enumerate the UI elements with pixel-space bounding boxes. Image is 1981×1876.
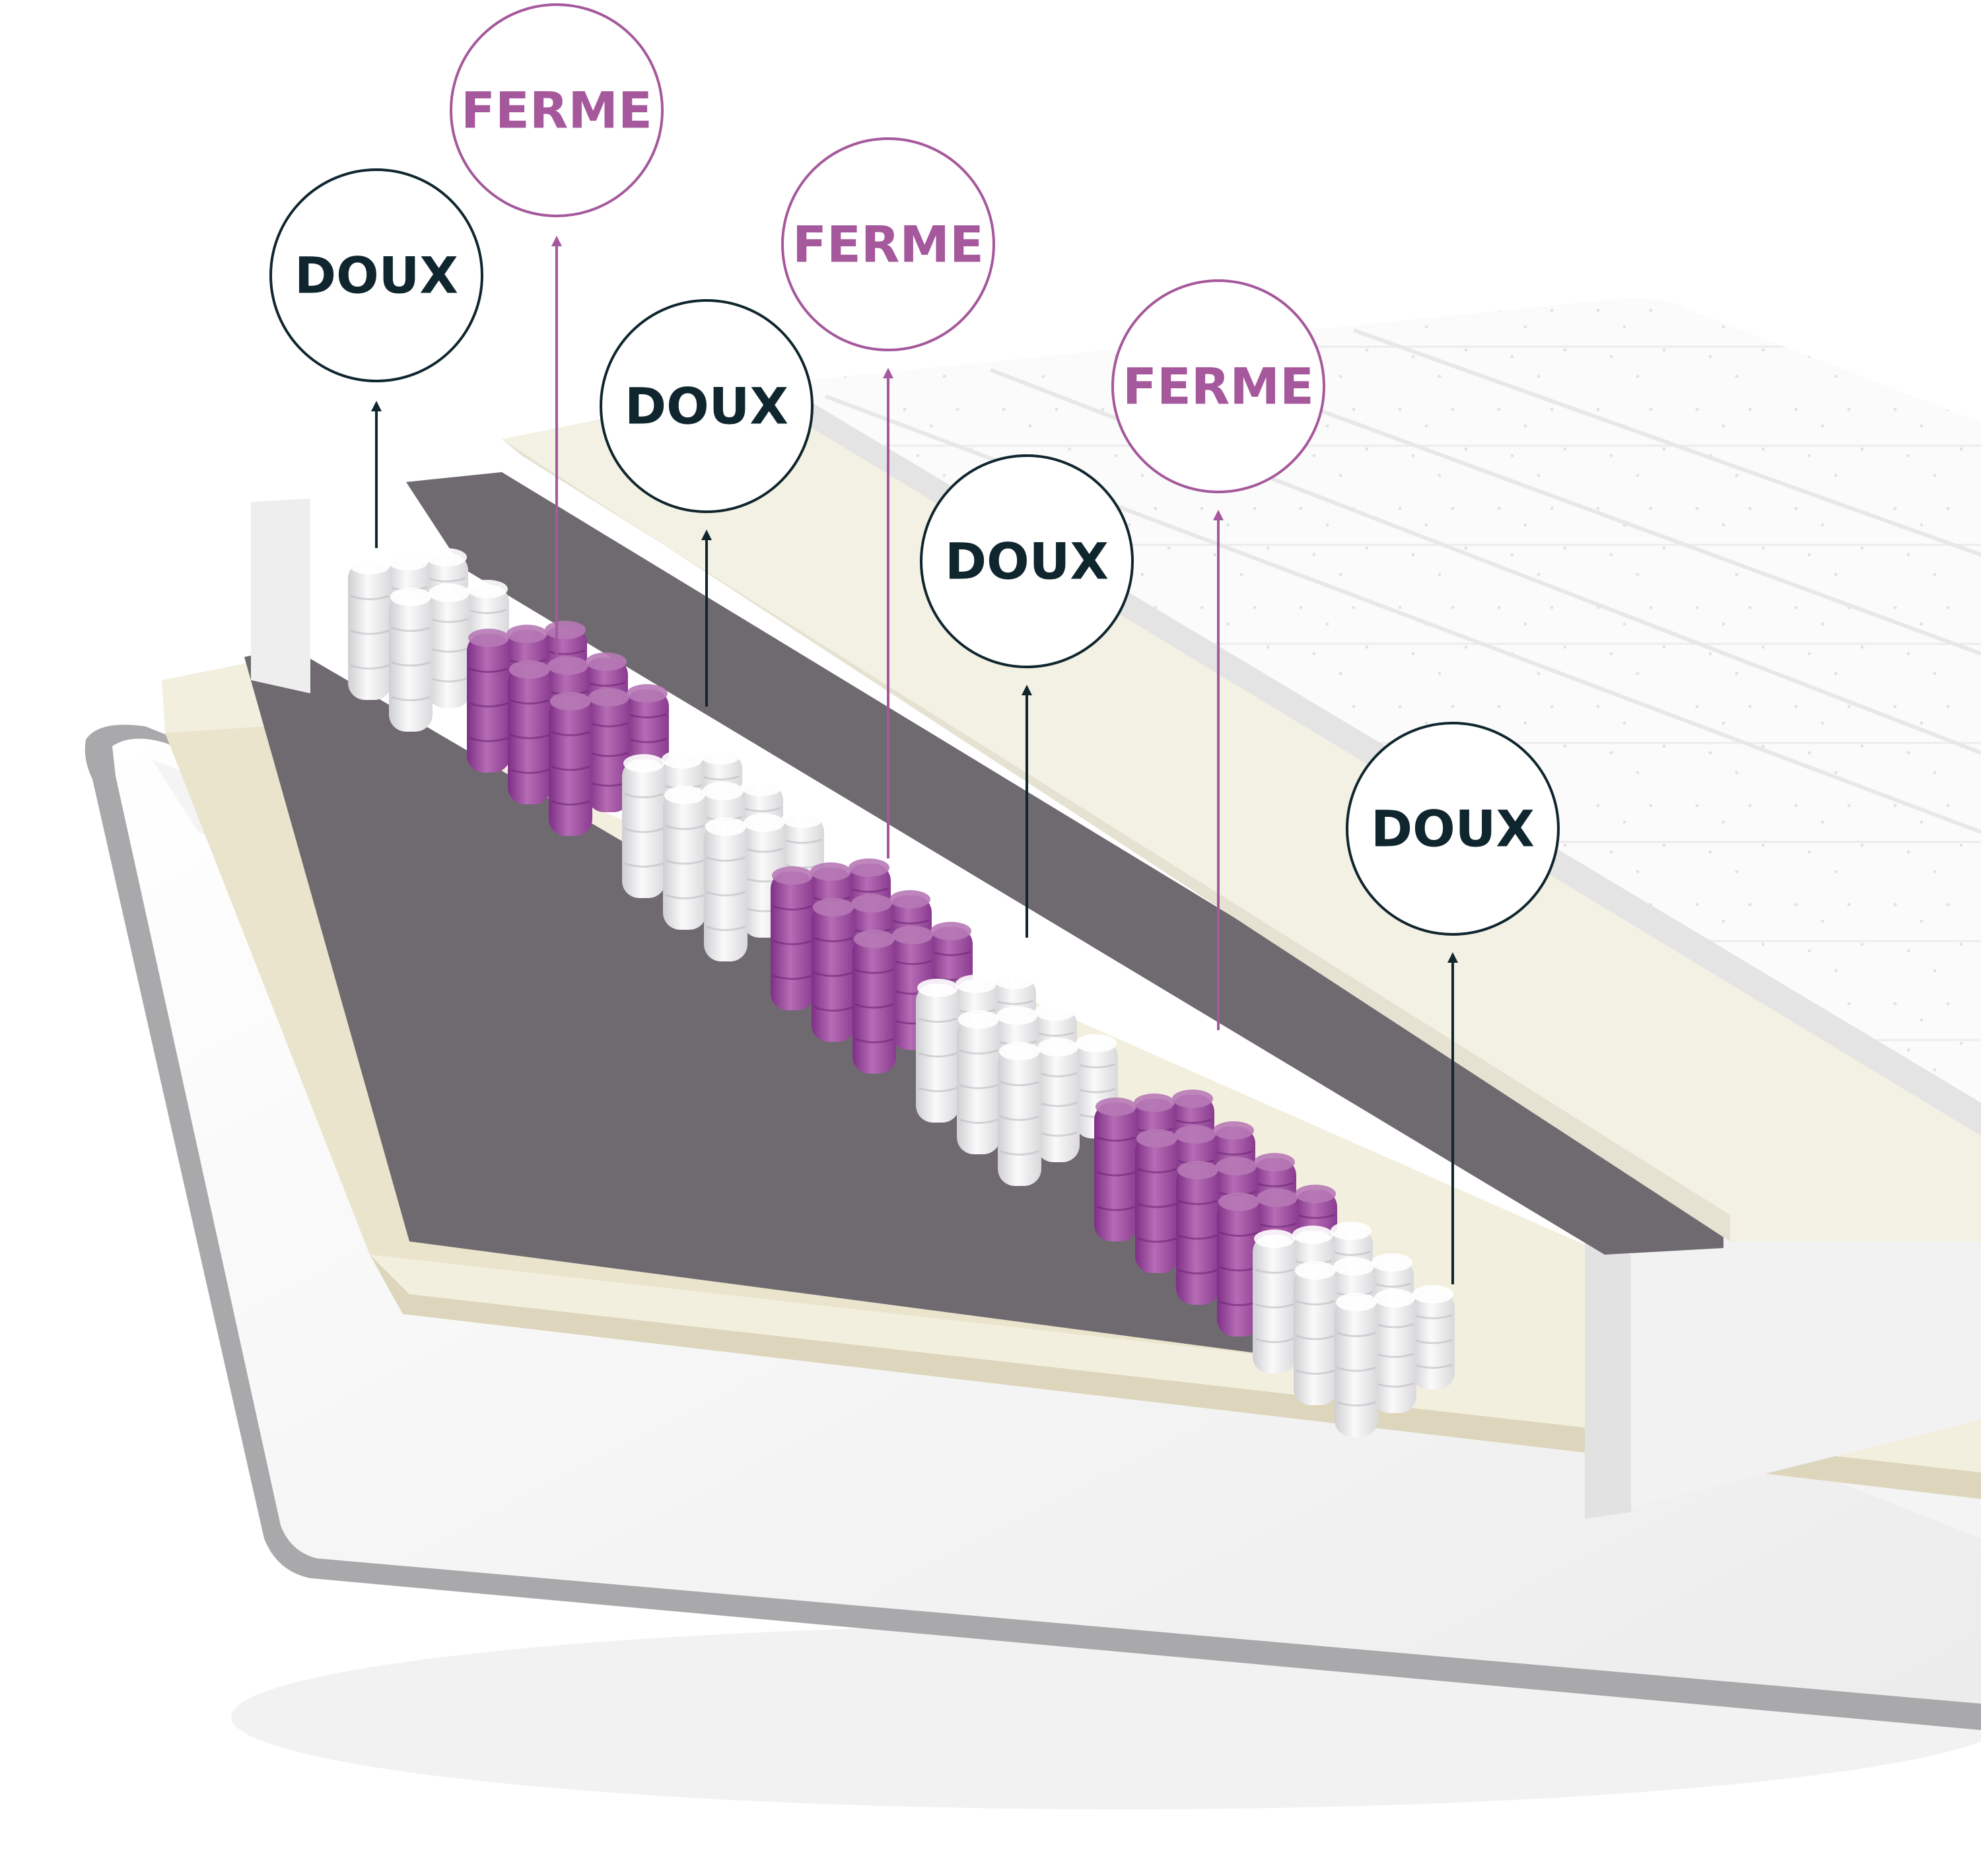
felt-top-layer — [406, 472, 1723, 1255]
callout-label-firm: FERME — [461, 81, 652, 140]
firm-spring — [1135, 1129, 1179, 1273]
firm-spring — [508, 660, 551, 804]
soft-spring — [916, 979, 959, 1123]
callout-soft-1: DOUX — [269, 168, 483, 548]
firm-spring — [549, 692, 592, 836]
callout-label-firm: FERME — [792, 215, 984, 274]
soft-spring — [1036, 1038, 1080, 1162]
firm-spring — [467, 629, 510, 773]
callout-firm-4: FERME — [781, 137, 995, 858]
soft-spring — [704, 817, 747, 961]
comfort-layer — [502, 383, 1981, 1241]
callout-soft-5: DOUX — [920, 454, 1134, 938]
callout-circle — [920, 454, 1134, 668]
callout-label-soft: DOUX — [295, 246, 458, 305]
soft-spring — [998, 1042, 1041, 1186]
callout-soft-3: DOUX — [600, 299, 814, 707]
callout-label-soft: DOUX — [625, 377, 788, 436]
firm-spring — [852, 930, 896, 1074]
firm-spring — [1094, 1097, 1138, 1241]
soft-spring — [663, 786, 707, 930]
soft-spring — [1373, 1289, 1416, 1413]
soft-spring — [622, 754, 666, 898]
pocket-springs — [348, 548, 1455, 1437]
zone-callouts: DOUX FERME DOUX FERME DOUX FERME DOUX — [269, 3, 1560, 1284]
foam-end-block — [251, 499, 1981, 1519]
callout-label-firm: FERME — [1123, 357, 1314, 416]
callout-circle — [450, 3, 664, 217]
firm-spring — [1176, 1161, 1220, 1305]
callout-firm-6: FERME — [1111, 279, 1325, 1030]
firm-spring — [812, 898, 855, 1042]
callout-soft-7: DOUX — [1346, 722, 1560, 1284]
callout-circle — [781, 137, 995, 351]
callout-circle — [600, 299, 814, 513]
soft-spring — [348, 556, 392, 700]
soft-spring — [1294, 1261, 1337, 1405]
callout-circle — [1111, 279, 1325, 493]
callout-label-soft: DOUX — [945, 532, 1109, 591]
soft-spring — [1411, 1285, 1455, 1389]
callout-label-soft: DOUX — [1371, 800, 1535, 858]
soft-spring — [957, 1010, 1000, 1154]
soft-spring — [389, 588, 433, 732]
firm-spring — [1217, 1193, 1261, 1337]
callout-circle — [269, 168, 483, 382]
soft-spring — [427, 584, 471, 708]
soft-spring — [1335, 1293, 1378, 1437]
soft-spring — [1253, 1230, 1296, 1373]
firm-spring — [587, 688, 631, 812]
firm-spring — [771, 866, 814, 1010]
callout-circle — [1346, 722, 1560, 936]
callout-firm-2: FERME — [450, 3, 664, 654]
